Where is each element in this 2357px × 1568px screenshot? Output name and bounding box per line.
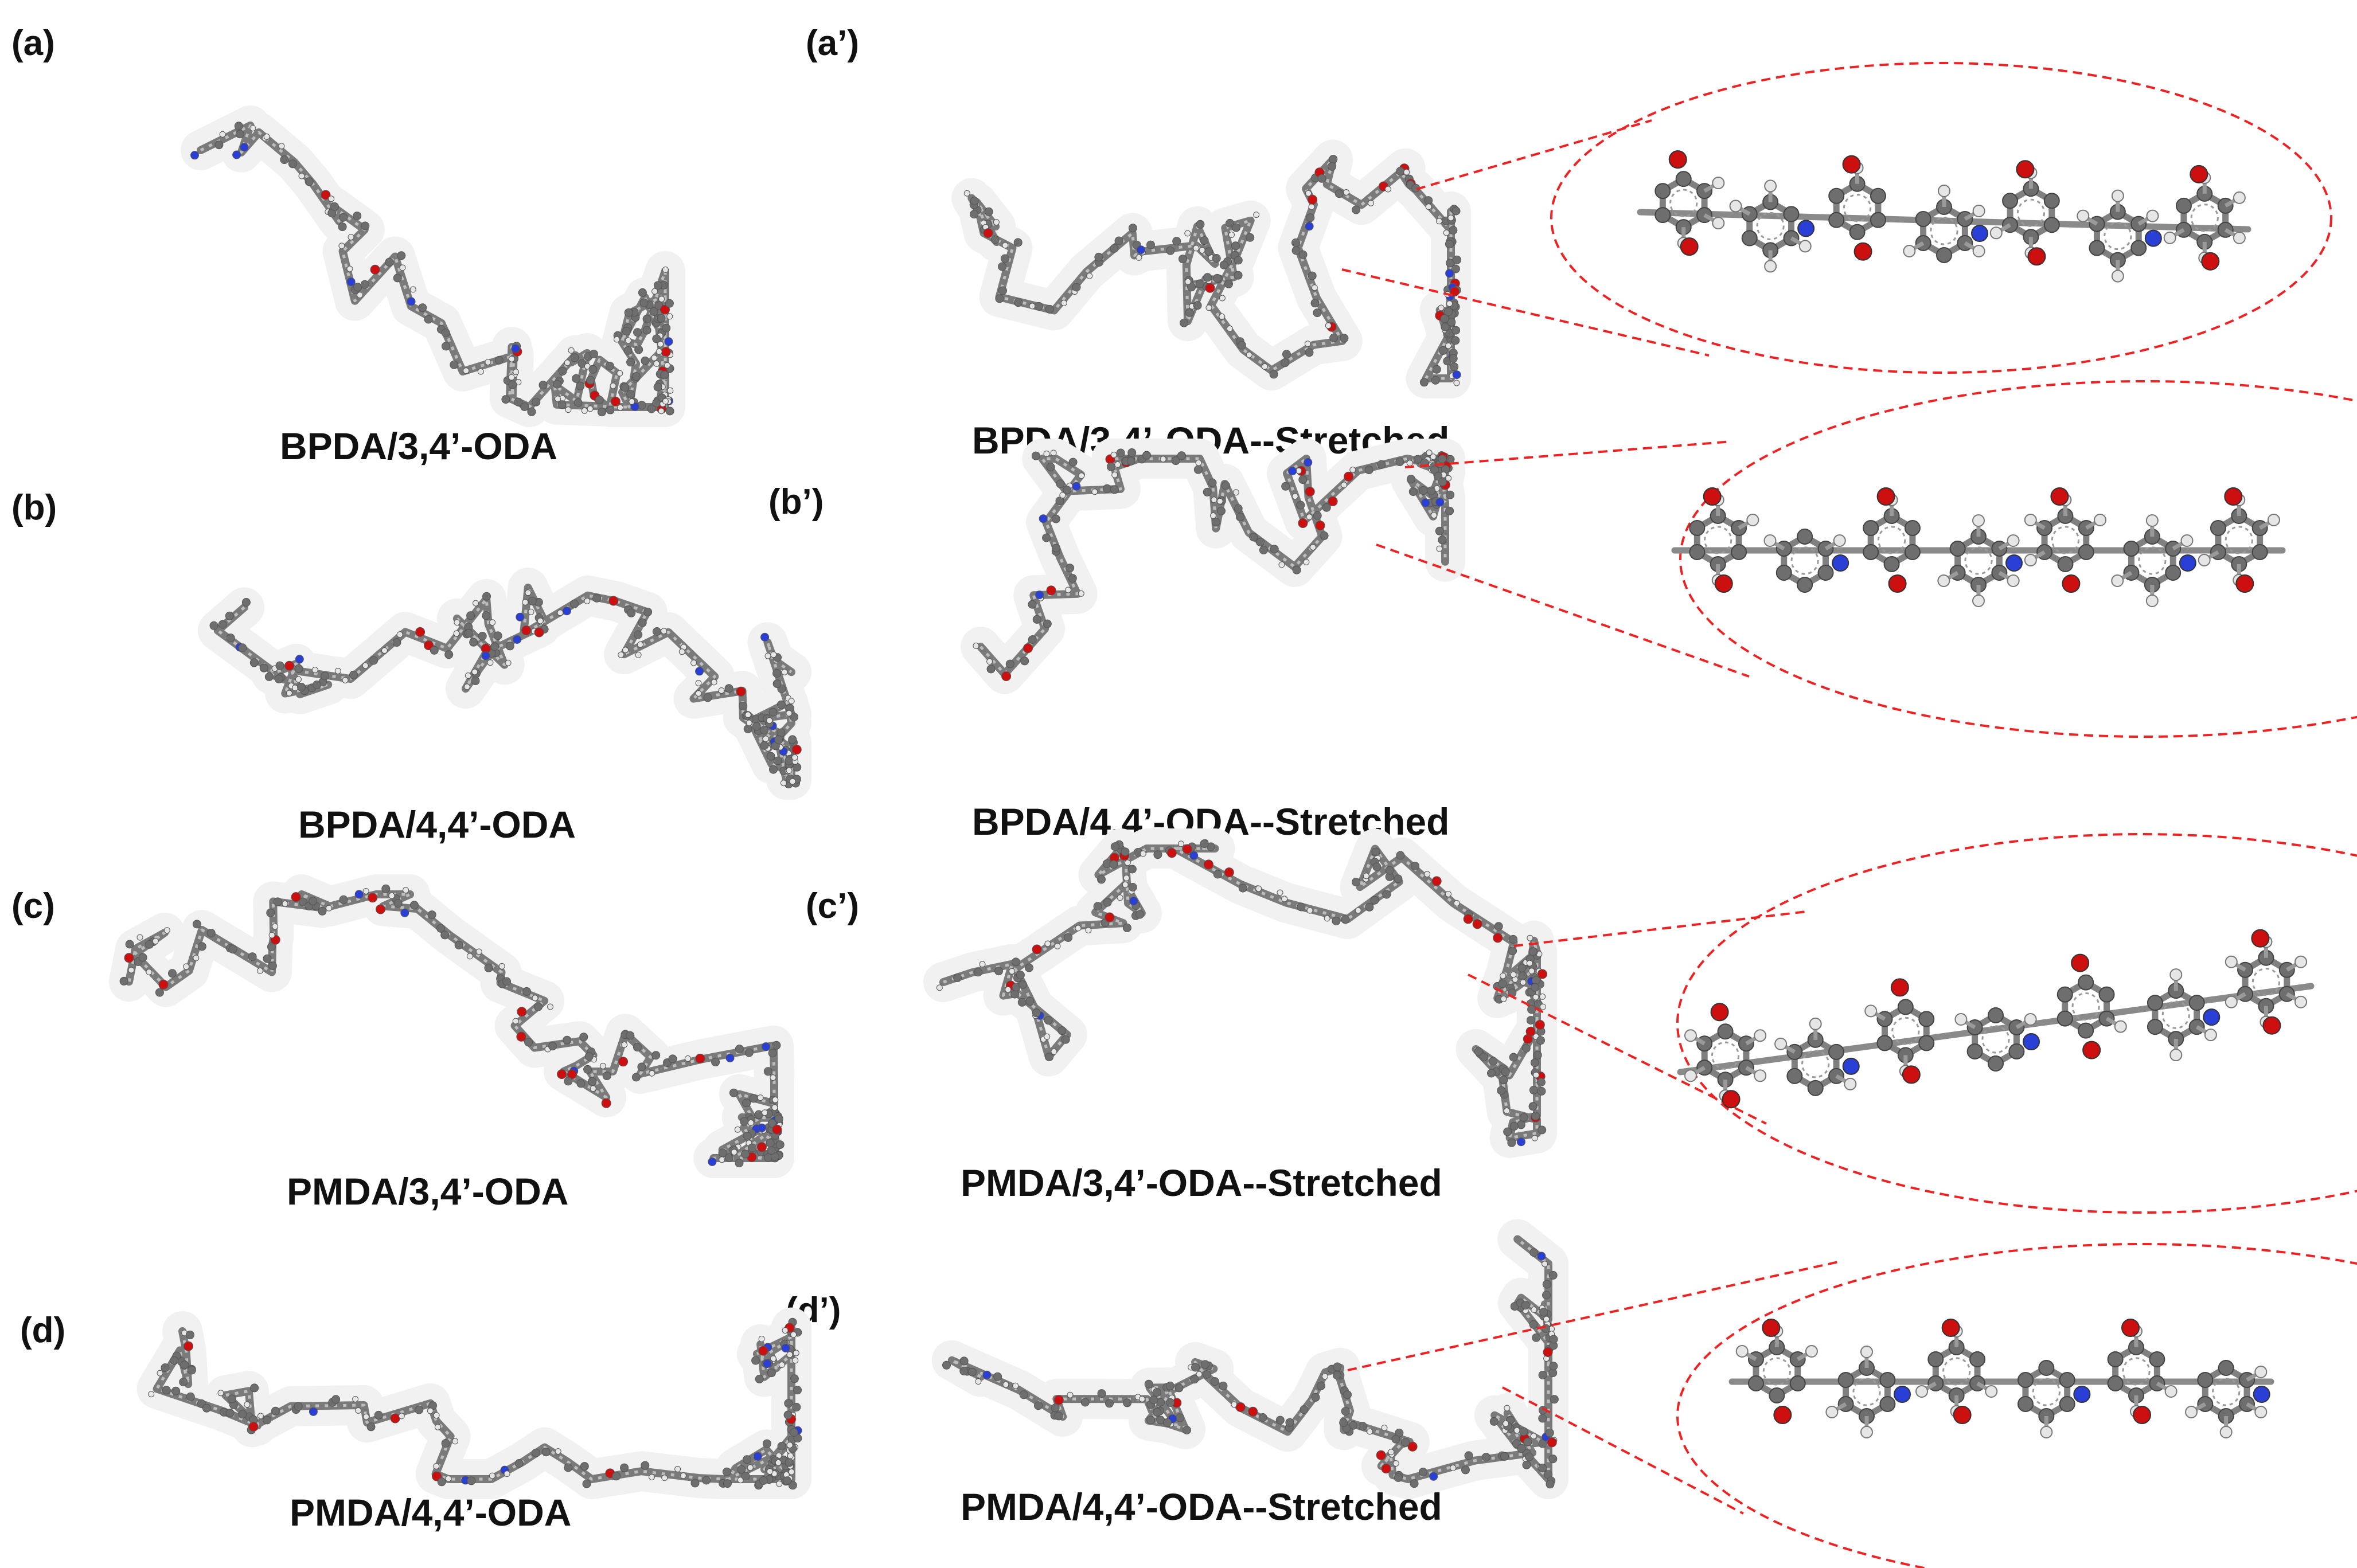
- chain-model-d-prime: [931, 1219, 1568, 1499]
- panel-label-a: (a): [11, 24, 55, 63]
- detail-molecule-a: [1637, 150, 2251, 283]
- chain-model-d: [136, 1307, 811, 1499]
- zoom-ellipse-a: [1550, 62, 2332, 374]
- detail-molecule-b: [1671, 487, 2286, 607]
- zoom-callout-d: [1347, 1243, 2357, 1568]
- zoom-leader-line: [1513, 910, 1807, 947]
- panel-label-c-prime: (c’): [806, 886, 859, 926]
- zoom-callout-c: [1468, 833, 2357, 1214]
- chain-model-a-prime: [951, 139, 1471, 398]
- caption-d: PMDA/4,4’-ODA: [290, 1491, 572, 1534]
- chain-model-b: [197, 568, 811, 800]
- detail-molecule-d: [1728, 1319, 2274, 1438]
- caption-c: PMDA/3,4’-ODA: [287, 1170, 569, 1213]
- panel-label-b: (b): [11, 488, 57, 527]
- zoom-leader-line: [1376, 543, 1750, 678]
- zoom-leader-line: [1347, 1260, 1841, 1371]
- chain-model-a: [181, 105, 685, 427]
- zoom-leader-line: [1416, 119, 1652, 190]
- zoom-callout-b: [1376, 380, 2357, 738]
- zoom-ellipse-d: [1676, 1243, 2357, 1568]
- panel-label-a-prime: (a’): [806, 24, 859, 63]
- caption-a: BPDA/3,4’-ODA: [280, 425, 558, 467]
- chain-model-c: [109, 874, 794, 1178]
- caption-d-prime: PMDA/4,4’-ODA--Stretched: [961, 1485, 1442, 1528]
- chain-model-c-prime: [923, 828, 1557, 1158]
- panel-label-b-prime: (b’): [768, 482, 824, 522]
- panel-label-c: (c): [11, 886, 55, 926]
- zoom-leader-line: [1468, 973, 1767, 1125]
- zoom-leader-line: [1404, 440, 1732, 468]
- caption-c-prime: PMDA/3,4’-ODA--Stretched: [961, 1162, 1442, 1204]
- chain-model-b-prime: [961, 439, 1465, 694]
- detail-molecule-c: [1677, 929, 2315, 1109]
- zoom-leader-line: [1341, 268, 1710, 357]
- zoom-leader-line: [1502, 1386, 1744, 1515]
- zoom-ellipse-b: [1679, 380, 2357, 738]
- caption-b: BPDA/4,4’-ODA: [298, 803, 576, 846]
- panel-label-d: (d): [20, 1311, 66, 1350]
- zoom-callout-a: [1341, 62, 2332, 374]
